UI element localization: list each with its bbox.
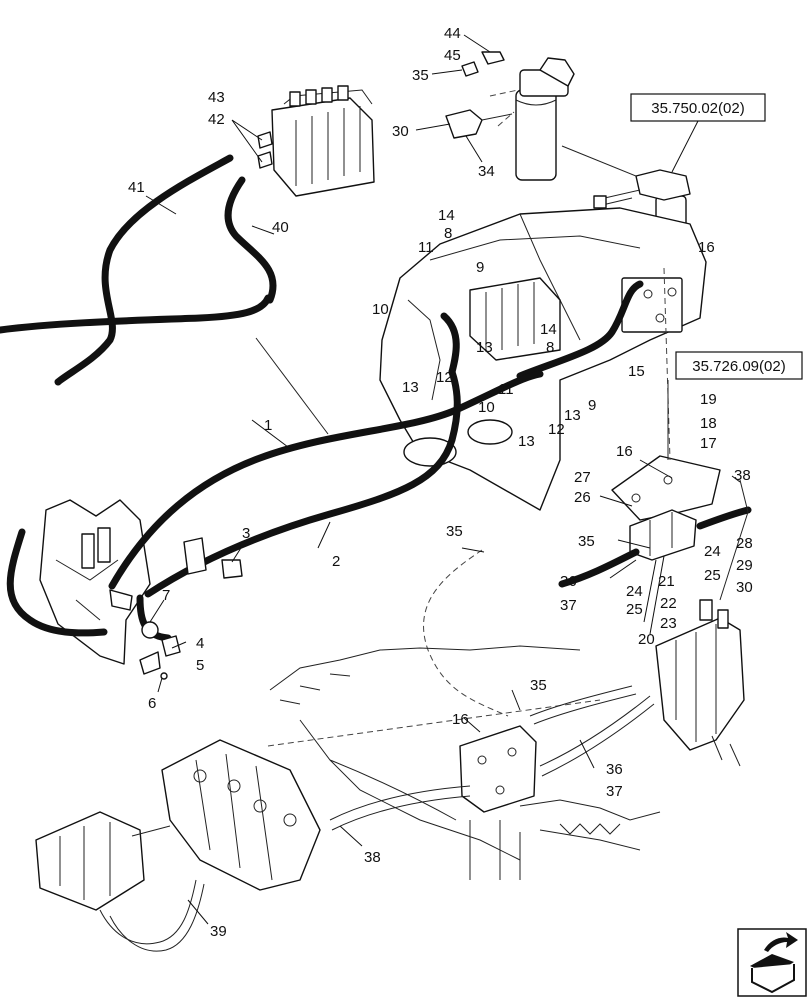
callout-37: 37 [560,597,577,614]
callout-34: 34 [478,163,495,180]
hose-dashed-35 [423,549,509,717]
callout-39: 39 [210,923,227,940]
callout-42: 42 [208,111,225,128]
callout-numbers: 44 45 35 30 34 43 42 41 40 14 8 11 9 10 … [128,25,753,940]
callout-24: 24 [626,583,643,600]
hose-41 [0,154,272,386]
callout-14: 14 [438,207,455,224]
callout-29: 29 [736,557,753,574]
callout-27: 27 [574,469,591,486]
callout-16: 16 [698,239,715,256]
callout-28: 28 [736,535,753,552]
callout-30: 30 [736,579,753,596]
callout-13: 13 [518,433,535,450]
callout-15: 15 [628,363,645,380]
guide-lines [255,337,669,460]
small-parts-left [139,537,243,680]
control-valve-top [257,85,375,197]
callout-44: 44 [444,25,461,42]
lower-frame [267,645,661,880]
callout-18: 18 [700,415,717,432]
callout-8: 8 [546,339,554,356]
callout-2: 2 [332,553,340,570]
callout-45: 45 [444,47,461,64]
callout-35: 35 [446,523,463,540]
callout-9: 9 [476,259,484,276]
callout-41: 41 [128,179,145,196]
callout-11: 11 [418,239,434,256]
callout-11: 11 [498,381,514,398]
next-page-arrow-icon[interactable] [737,928,807,997]
callout-13: 13 [402,379,419,396]
reference-35-750[interactable]: 35.750.02(02) [630,93,766,173]
callout-36: 36 [560,573,577,590]
callout-13: 13 [476,339,493,356]
callout-24: 24 [704,543,721,560]
callout-16: 16 [452,711,469,728]
reference-label: 35.726.09(02) [692,358,785,375]
callout-25: 25 [704,567,721,584]
bracket-center [459,725,537,813]
hose-36-37 [529,685,655,777]
callout-40: 40 [272,219,289,236]
callout-36: 36 [606,761,623,778]
callout-12: 12 [548,421,565,438]
reference-label: 35.750.02(02) [651,100,744,117]
callout-1: 1 [264,417,272,434]
hose-2 [144,368,461,598]
callout-21: 21 [658,573,675,590]
hose-1 [108,370,544,590]
callout-9: 9 [588,397,596,414]
hose-housing [440,280,644,380]
callout-23: 23 [660,615,677,632]
callout-8: 8 [444,225,452,242]
callout-10: 10 [478,399,495,416]
callout-19: 19 [700,391,717,408]
callout-12: 12 [436,369,453,386]
valve-stack-lower [35,739,321,952]
callout-35: 35 [578,533,595,550]
callout-4: 4 [196,635,204,652]
callout-6: 6 [148,695,156,712]
transmission-housing [379,207,707,511]
callout-10: 10 [372,301,389,318]
callout-7: 7 [162,587,170,604]
valve-lower-right [655,599,745,767]
hose-38 [329,785,471,831]
callout-3: 3 [242,525,250,542]
callout-35: 35 [412,67,429,84]
callout-16: 16 [616,443,633,460]
callout-37: 37 [606,783,623,800]
callout-13: 13 [564,407,581,424]
callout-5: 5 [196,657,204,674]
callout-14: 14 [540,321,557,338]
callout-38: 38 [734,467,751,484]
callout-22: 22 [660,595,677,612]
brake-valve-left [39,499,151,665]
leader-lines [145,34,741,925]
hose-40 [224,176,277,304]
callout-38: 38 [364,849,381,866]
callout-25: 25 [626,601,643,618]
callout-20: 20 [638,631,655,648]
callout-43: 43 [208,89,225,106]
callout-17: 17 [700,435,717,452]
reference-35-726[interactable]: 35.726.09(02) [675,351,803,380]
filter-assembly-top [445,51,575,181]
callout-30: 30 [392,123,409,140]
callout-26: 26 [574,489,591,506]
callout-35: 35 [530,677,547,694]
